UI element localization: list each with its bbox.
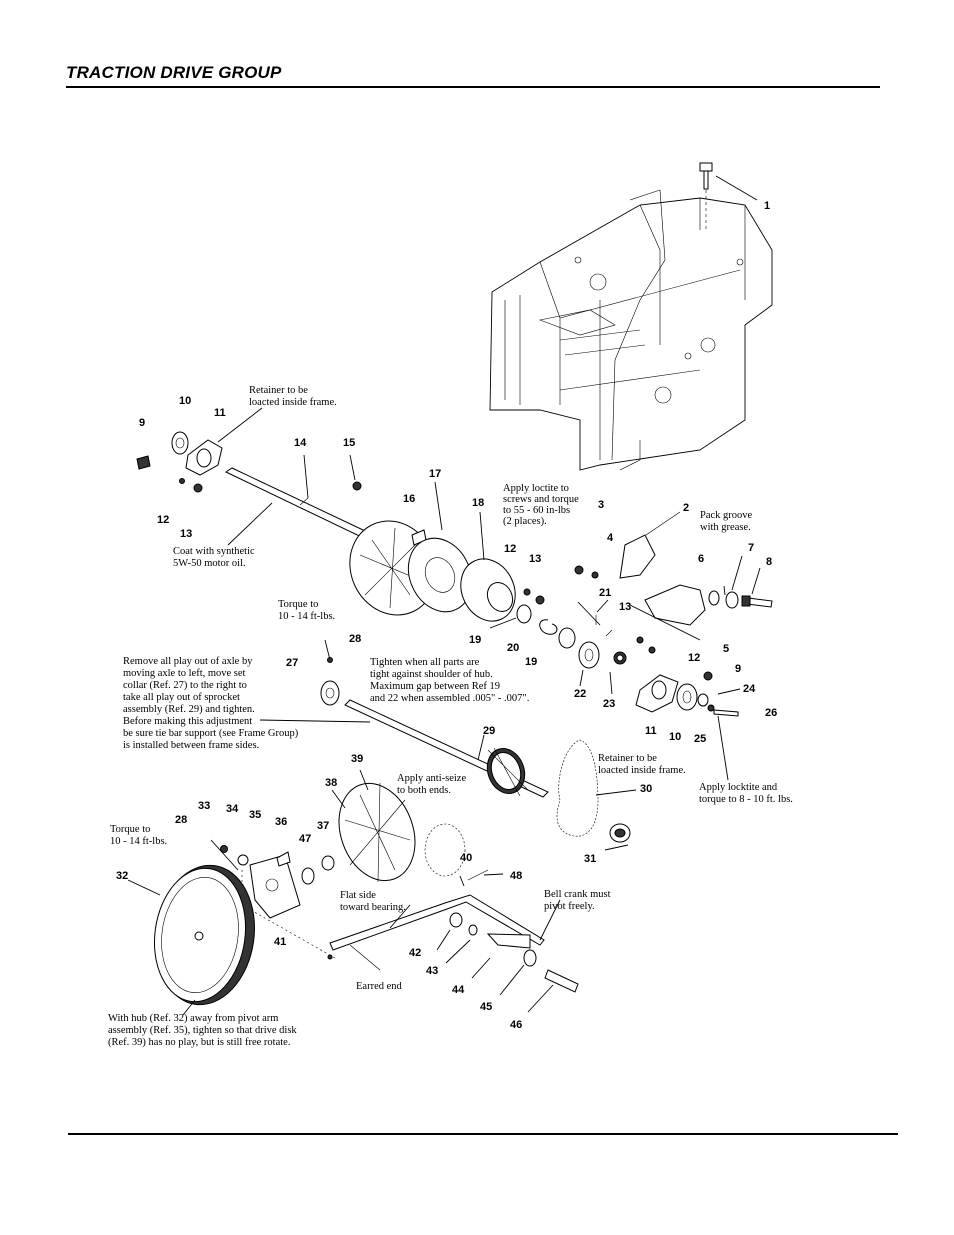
callout-42: 42 xyxy=(409,947,421,959)
callout-11-right: 11 xyxy=(645,725,657,737)
callout-15: 15 xyxy=(343,437,355,449)
callout-38: 38 xyxy=(325,777,337,789)
callout-36: 36 xyxy=(275,816,287,828)
callout-12-right: 12 xyxy=(688,652,700,664)
callout-9-left: 9 xyxy=(139,417,145,429)
callout-28-top: 28 xyxy=(349,633,361,645)
callout-39: 39 xyxy=(351,753,363,765)
callout-19-left: 19 xyxy=(469,634,481,646)
callout-13-mid: 13 xyxy=(529,553,541,565)
callout-7: 7 xyxy=(748,542,754,554)
callout-33: 33 xyxy=(198,800,210,812)
note-loctite-screws: Apply loctite to screws and torque to 55… xyxy=(503,483,581,527)
note-flat-side: Flat side toward bearing. xyxy=(340,890,406,913)
frame-drawing xyxy=(489,189,773,471)
callout-29: 29 xyxy=(483,725,495,737)
note-remove-play: Remove all play out of axle by moving ax… xyxy=(123,656,301,751)
callout-5: 5 xyxy=(723,643,729,655)
callout-34: 34 xyxy=(226,803,239,815)
header-rule xyxy=(66,86,880,88)
callout-45: 45 xyxy=(480,1001,492,1013)
callout-2: 2 xyxy=(683,502,689,514)
callout-23: 23 xyxy=(603,698,615,710)
note-retainer-top: Retainer to be loacted inside frame. xyxy=(249,385,337,408)
callout-13-left: 13 xyxy=(180,528,192,540)
callout-1: 1 xyxy=(764,200,770,212)
callout-9-right: 9 xyxy=(735,663,741,675)
callout-28-left: 28 xyxy=(175,814,187,826)
callout-18: 18 xyxy=(472,497,484,509)
callout-11-left: 11 xyxy=(214,407,226,419)
right-bearing-assembly xyxy=(635,636,741,781)
callout-4: 4 xyxy=(607,532,614,544)
callout-48: 48 xyxy=(510,870,522,882)
callout-32: 32 xyxy=(116,870,128,882)
callout-37: 37 xyxy=(317,820,329,832)
callout-26: 26 xyxy=(765,707,777,719)
footer-rule xyxy=(68,1133,898,1135)
callout-24: 24 xyxy=(743,683,756,695)
callout-47: 47 xyxy=(299,833,311,845)
callout-41: 41 xyxy=(274,936,286,948)
callout-8: 8 xyxy=(766,556,772,568)
note-retainer-mid: Retainer to be loacted inside frame. xyxy=(598,753,686,776)
note-pack-groove: Pack groove with grease. xyxy=(700,510,755,533)
callout-16: 16 xyxy=(403,493,415,505)
callout-13-right: 13 xyxy=(619,601,631,613)
note-bell-crank: Bell crank must pivot freely. xyxy=(544,889,613,912)
callout-40: 40 xyxy=(460,852,472,864)
assembly-notes: Retainer to be loacted inside frame. Coa… xyxy=(108,385,793,1048)
part-1-bolt xyxy=(699,162,758,232)
note-torque-top: Torque to 10 - 14 ft-lbs. xyxy=(278,599,335,622)
bell-crank-rod xyxy=(329,869,579,1013)
callout-46: 46 xyxy=(510,1019,522,1031)
callout-27: 27 xyxy=(286,657,298,669)
callout-44: 44 xyxy=(452,984,465,996)
callout-12-mid: 12 xyxy=(504,543,516,555)
callout-20: 20 xyxy=(507,642,519,654)
callout-22: 22 xyxy=(574,688,586,700)
callout-6: 6 xyxy=(698,553,704,565)
callout-43: 43 xyxy=(426,965,438,977)
note-earred-end: Earred end xyxy=(356,981,403,992)
sprocket-axle xyxy=(259,639,637,851)
page-title: TRACTION DRIVE GROUP xyxy=(66,63,282,82)
note-anti-seize: Apply anti-seize to both ends. xyxy=(397,773,469,796)
callout-3: 3 xyxy=(598,499,604,511)
callout-35: 35 xyxy=(249,809,261,821)
note-loctite-torque: Apply locktite and torque to 8 - 10 ft. … xyxy=(699,782,793,805)
callout-10-left: 10 xyxy=(179,395,191,407)
callout-17: 17 xyxy=(429,468,441,480)
note-tighten-parts: Tighten when all parts are tight against… xyxy=(370,657,529,704)
callout-10-right: 10 xyxy=(669,731,681,743)
bracket-assembly xyxy=(574,511,773,641)
callout-14: 14 xyxy=(294,437,307,449)
callout-30: 30 xyxy=(640,783,652,795)
callout-25: 25 xyxy=(694,733,706,745)
callout-31: 31 xyxy=(584,853,596,865)
axle-shaft-14 xyxy=(224,454,381,546)
callout-12-left: 12 xyxy=(157,514,169,526)
left-bearing-assembly xyxy=(136,407,263,493)
callout-labels: 1 2 3 4 5 6 7 8 9 9 10 10 11 11 12 12 12… xyxy=(116,200,777,1031)
note-torque-left: Torque to 10 - 14 ft-lbs. xyxy=(110,824,167,847)
drive-hub-assembly xyxy=(349,454,516,622)
note-coat-oil: Coat with synthetic 5W-50 motor oil. xyxy=(173,546,257,569)
callout-21: 21 xyxy=(599,587,611,599)
note-hub: With hub (Ref. 32) away from pivot arm a… xyxy=(108,1013,299,1048)
hub-washers xyxy=(489,588,627,695)
pulley-32 xyxy=(127,864,255,1016)
callout-19-right: 19 xyxy=(525,656,537,668)
